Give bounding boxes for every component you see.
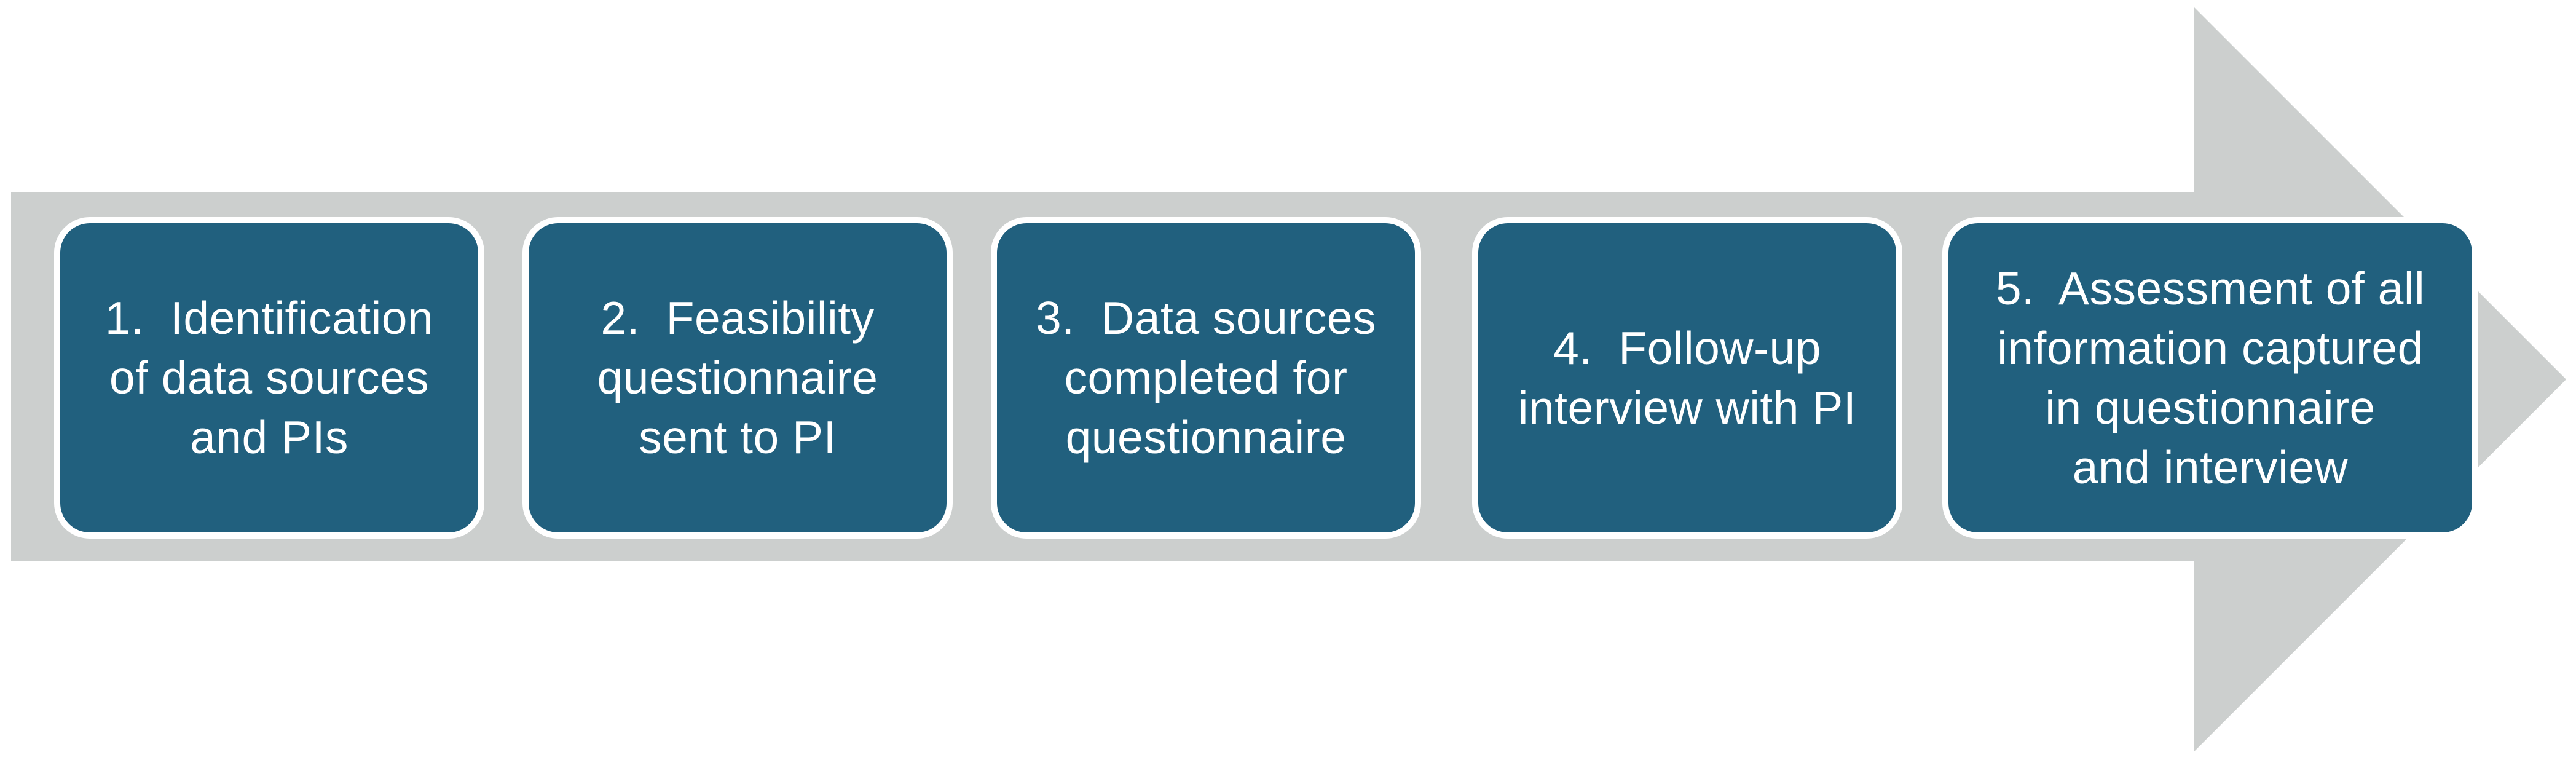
step-5-label: 5. Assessment of all information capture… [1995,262,2425,493]
step-box-1: 1. Identification of data sources and PI… [54,217,484,539]
step-box-3: 3. Data sources completed for questionna… [991,217,1421,539]
step-4-label: 4. Follow-up interview with PI [1518,322,1857,433]
step-box-4: 4. Follow-up interview with PI [1472,217,1902,539]
step-box-2: 2. Feasibility questionnaire sent to PI [522,217,953,539]
step-2-label: 2. Feasibility questionnaire sent to PI [597,292,878,463]
step-3-label: 3. Data sources completed for questionna… [1035,292,1377,463]
step-1-label: 1. Identification of data sources and PI… [104,292,434,463]
step-box-5: 5. Assessment of all information capture… [1942,217,2478,539]
